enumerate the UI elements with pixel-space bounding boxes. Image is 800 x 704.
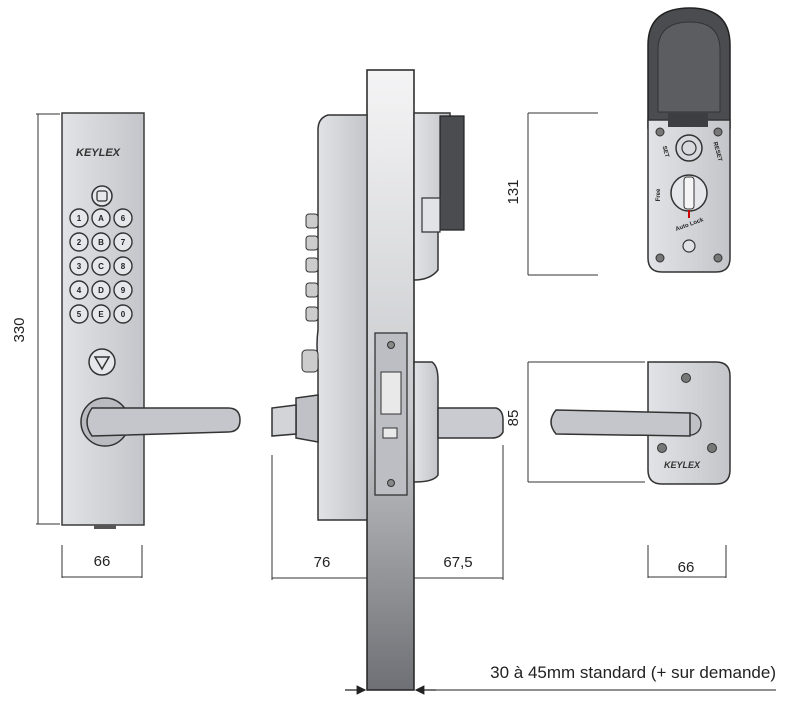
- keypad-key-label: 6: [121, 214, 126, 223]
- key-cylinder-inner: [681, 140, 697, 156]
- keypad-key-e[interactable]: [91, 304, 111, 324]
- dimension-door-thickness: 30 à 45mm standard (+ sur demande): [345, 663, 776, 695]
- interior-body: [316, 114, 368, 521]
- front-brand-logo: KEYLEX: [76, 147, 121, 159]
- keypad-key-4[interactable]: [69, 280, 89, 300]
- keypad-key-label: C: [98, 262, 104, 271]
- keypad-key-label: 7: [121, 238, 126, 247]
- dimension-back-width-label: 66: [678, 559, 695, 576]
- dimension-cylinder-height: 131: [505, 112, 598, 276]
- dimension-back-width: 66: [647, 545, 727, 578]
- down-arrow-icon: [93, 356, 111, 371]
- dimension-interior-depth: 76: [271, 455, 367, 580]
- keypad-key-label: 0: [121, 310, 126, 319]
- free-label: Free: [656, 188, 662, 201]
- keypad-key-b[interactable]: [91, 232, 111, 252]
- keypad-key-a[interactable]: [91, 208, 111, 228]
- keypad-key-label: 5: [77, 310, 82, 319]
- keypad-key-5[interactable]: [69, 304, 89, 324]
- dimension-height: 330: [11, 113, 60, 525]
- keypad-key-8[interactable]: [113, 256, 133, 276]
- dimension-door-thickness-label: 30 à 45mm standard (+ sur demande): [490, 663, 776, 682]
- keypad-key-6[interactable]: [113, 208, 133, 228]
- front-handle[interactable]: [80, 397, 241, 447]
- side-keys: [301, 213, 319, 373]
- set-label: SET: [661, 145, 670, 158]
- dimension-interior-depth-label: 76: [314, 554, 331, 571]
- keypad-key-1[interactable]: [69, 208, 89, 228]
- keypad-key-label: 9: [121, 286, 126, 295]
- keypad-key-2[interactable]: [69, 232, 89, 252]
- keypad-key-d[interactable]: [91, 280, 111, 300]
- keypad-key-label: 8: [121, 262, 126, 271]
- dimension-front-width: 66: [61, 545, 143, 578]
- dimension-rose-height-label: 85: [505, 410, 522, 427]
- mortise-lock: [374, 332, 408, 496]
- keypad-key-label: 4: [77, 286, 82, 295]
- keypad-key-label: D: [98, 286, 104, 295]
- down-arrow-button[interactable]: [88, 348, 116, 376]
- keypad-key-label: 2: [77, 238, 82, 247]
- keypad-key-label: E: [98, 310, 104, 319]
- dimension-height-label: 330: [11, 317, 28, 342]
- keypad: 1 A 6 2 B 7 3 C 8 4 D 9 5 E 0: [69, 208, 133, 324]
- front-view: 330 KEYLEX 1 A 6 2 B 7 3 C 8 4 D 9 5 E 0 66: [11, 112, 241, 578]
- dimension-cylinder-height-label: 131: [505, 179, 522, 204]
- keypad-key-label: A: [98, 214, 104, 223]
- rose-brand-logo: KEYLEX: [664, 460, 701, 470]
- rose-view: 85 KEYLEX 66: [505, 361, 731, 578]
- cylinder-view: 131 SET RESET Free Auto Lock: [505, 7, 731, 276]
- keypad-key-label: B: [98, 238, 104, 247]
- dimension-front-width-label: 66: [94, 553, 111, 570]
- keypad-key-7[interactable]: [113, 232, 133, 252]
- keypad-key-label: 1: [77, 214, 82, 223]
- reset-hole: [682, 239, 696, 253]
- interior-handle-side: [271, 394, 319, 443]
- keypad-key-c[interactable]: [91, 256, 111, 276]
- reset-label: RESET: [711, 141, 722, 162]
- keypad-key-0[interactable]: [113, 304, 133, 324]
- keypad-key-3[interactable]: [69, 256, 89, 276]
- keypad-key-9[interactable]: [113, 280, 133, 300]
- dimension-exterior-depth-label: 67,5: [443, 554, 472, 571]
- dimension-rose-height: 85: [505, 361, 645, 483]
- dimension-exterior-depth: 67,5: [414, 445, 504, 580]
- exterior-body: [413, 112, 504, 483]
- rear-handle[interactable]: [550, 409, 702, 437]
- keypad-key-label: 3: [77, 262, 82, 271]
- square-button[interactable]: [91, 185, 113, 207]
- side-view: 76 67,5 30 à 45mm standard (+ sur demand…: [271, 69, 776, 695]
- key-cylinder[interactable]: [675, 134, 703, 162]
